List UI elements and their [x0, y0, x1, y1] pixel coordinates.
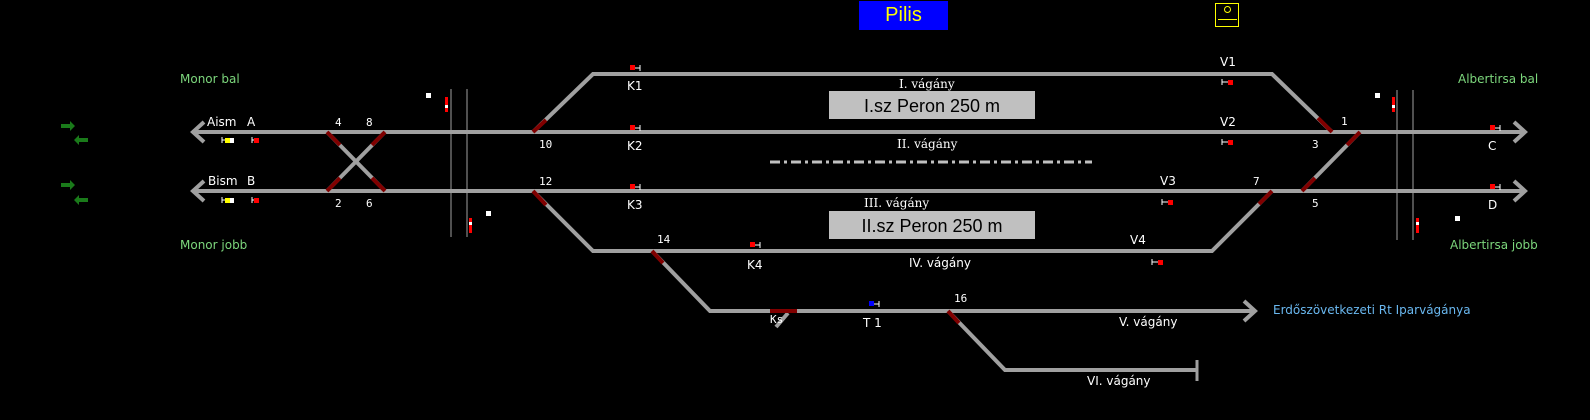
signals[interactable]: [221, 65, 1501, 307]
label-industrial-siding: Erdőszövetkezeti Rt Iparvágánya: [1273, 303, 1471, 317]
signal-label-t1: T 1: [862, 316, 882, 330]
signal-label-aism: Aism: [207, 115, 236, 129]
direction-arrows[interactable]: [61, 121, 88, 205]
signal-label-a: A: [247, 115, 256, 129]
signal-aism: [221, 137, 234, 143]
signal-bism: [221, 197, 234, 203]
signal-k2: [630, 125, 641, 131]
track-1: [531, 72, 1334, 134]
switch-4[interactable]: 4: [335, 116, 342, 129]
signal-label-v2: V2: [1220, 115, 1236, 129]
switch-8[interactable]: 8: [366, 116, 373, 129]
signal-k3: [630, 184, 641, 190]
switch-12[interactable]: 12: [539, 175, 552, 188]
signal-label-d: D: [1488, 198, 1497, 212]
station-settings-icon[interactable]: [1215, 3, 1239, 27]
signal-v1: [1221, 79, 1233, 85]
switch-2[interactable]: 2: [335, 197, 342, 210]
switch-locks[interactable]: [325, 116, 1362, 325]
track-5: [650, 249, 1255, 313]
platform-1: I.sz Peron 250 m: [829, 91, 1035, 119]
signal-d: [1490, 184, 1501, 190]
signal-b: [251, 197, 259, 203]
station-boundaries: [450, 89, 1414, 240]
platform-2: II.sz Peron 250 m: [829, 211, 1035, 239]
signal-v4: [1151, 259, 1163, 265]
switch-7[interactable]: 7: [1253, 175, 1260, 188]
track-3-label: III. vágány: [864, 196, 929, 210]
platform-1-label: I.sz Peron 250 m: [864, 96, 1000, 116]
switch-16[interactable]: 16: [954, 292, 967, 305]
signal-label-k1: K1: [627, 79, 643, 93]
track-6: [946, 309, 1197, 372]
switch-3[interactable]: 3: [1312, 138, 1319, 151]
signal-t1: [869, 301, 880, 307]
signal-k1: [630, 65, 641, 71]
signal-label-bism: Bism: [208, 174, 238, 188]
label-monor-jobb: Monor jobb: [180, 238, 247, 252]
signal-label-ks: Ks: [770, 313, 783, 326]
switch-5[interactable]: 5: [1312, 197, 1319, 210]
signal-label-k4: K4: [747, 258, 763, 272]
label-albertirsa-jobb: Albertirsa jobb: [1450, 238, 1538, 252]
switch-1[interactable]: 1: [1341, 115, 1348, 128]
crossing-signals[interactable]: [426, 93, 1460, 233]
signal-label-v3: V3: [1160, 174, 1176, 188]
signal-label-v1: V1: [1220, 55, 1236, 69]
track-6-label: VI. vágány: [1087, 374, 1151, 388]
signal-v3: [1161, 199, 1173, 205]
ks-siding: [774, 311, 790, 329]
track-1-label: I. vágány: [899, 77, 955, 91]
label-monor-bal: Monor bal: [180, 72, 240, 86]
signal-v2: [1221, 139, 1233, 145]
signal-label-k3: K3: [627, 198, 643, 212]
label-albertirsa-bal: Albertirsa bal: [1458, 72, 1538, 86]
platform-2-label: II.sz Peron 250 m: [861, 216, 1002, 236]
switch-14[interactable]: 14: [657, 233, 671, 246]
signal-a: [251, 137, 259, 143]
switch-10[interactable]: 10: [539, 138, 552, 151]
signal-label-b: B: [247, 174, 255, 188]
signal-label-c: C: [1488, 139, 1496, 153]
track-4-label: IV. vágány: [909, 256, 971, 270]
signal-c: [1490, 125, 1501, 131]
track-5-label: V. vágány: [1119, 315, 1177, 329]
signal-k4: [750, 242, 761, 248]
signal-label-v4: V4: [1130, 233, 1146, 247]
track-4: [531, 189, 1274, 253]
station-title[interactable]: Pilis: [859, 1, 948, 30]
track-end-arrows: [190, 120, 1528, 323]
switch-6[interactable]: 6: [366, 197, 373, 210]
track-2-label: II. vágány: [897, 137, 958, 151]
signal-label-k2: K2: [627, 139, 643, 153]
